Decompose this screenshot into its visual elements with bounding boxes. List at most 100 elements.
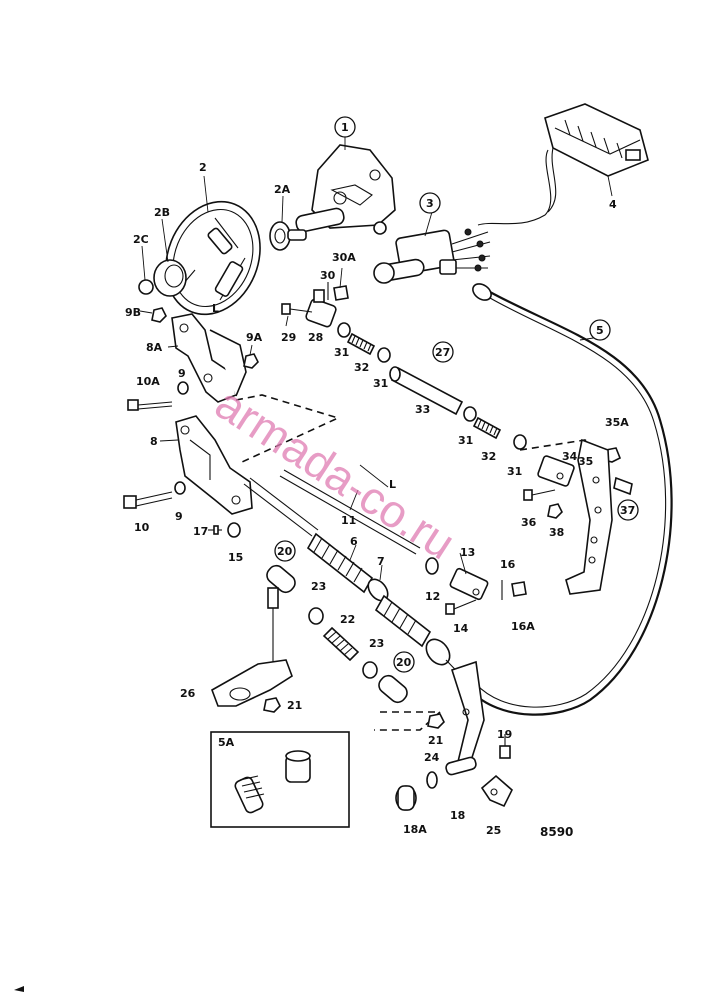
- label-20b: 20: [396, 656, 412, 669]
- bolt-10: [123, 491, 173, 509]
- lever-18-bracket: [450, 660, 485, 771]
- bolt-14: [445, 599, 477, 615]
- label-17: 17: [193, 525, 208, 538]
- helm-housing: [295, 136, 396, 235]
- sleeve-18a: [395, 785, 417, 811]
- label-16a: 16A: [511, 620, 535, 633]
- inset-sleeve: [285, 750, 311, 783]
- label-24: 24: [424, 751, 440, 764]
- label-38: 38: [549, 526, 564, 539]
- label-2b: 2B: [154, 206, 170, 219]
- figure-code: 8590: [540, 825, 573, 839]
- wheel-gear: [269, 221, 307, 251]
- label-27: 27: [435, 346, 450, 359]
- upper-bracket: [171, 313, 247, 403]
- nut-21b: [427, 713, 445, 729]
- nut-9b: [151, 307, 167, 323]
- label-31d: 31: [507, 465, 522, 478]
- nut-12: [425, 557, 439, 575]
- nut-31d: [513, 434, 527, 450]
- label-18a: 18A: [403, 823, 427, 836]
- inset-threaded-stud: [234, 775, 265, 814]
- lever-26: [211, 659, 293, 707]
- leader-lines: [139, 175, 601, 581]
- nut-31b: [377, 347, 391, 363]
- guide-line: [235, 394, 341, 463]
- label-12: 12: [425, 590, 440, 603]
- label-26: 26: [180, 687, 196, 700]
- bolt-36: [523, 489, 556, 501]
- label-8: 8: [150, 435, 158, 448]
- label-15: 15: [228, 551, 243, 564]
- steering-wheel: [165, 200, 261, 316]
- pin-18: [445, 756, 477, 776]
- label-2a: 2A: [274, 183, 291, 196]
- label-10: 10: [134, 521, 150, 534]
- label-34: 34: [562, 450, 578, 463]
- pin-37: [613, 476, 633, 496]
- label-32b: 32: [481, 450, 496, 463]
- label-l-upper: L: [389, 478, 396, 491]
- spring-32b: [472, 416, 502, 440]
- nut-9a: [243, 353, 259, 369]
- lower-bracket: [175, 415, 253, 515]
- clevis-13: [449, 567, 489, 601]
- label-31b: 31: [373, 377, 388, 390]
- nut-23a: [308, 607, 324, 625]
- washer-9a: [177, 381, 189, 395]
- spring-32a: [346, 332, 376, 356]
- label-20a: 20: [277, 545, 293, 558]
- label-19: 19: [497, 728, 512, 741]
- label-21-right: 21: [428, 734, 443, 747]
- label-9a: 9A: [246, 331, 263, 344]
- label-9b: 9B: [125, 306, 141, 319]
- label-2c: 2C: [133, 233, 149, 246]
- label-36: 36: [521, 516, 537, 529]
- label-3: 3: [426, 197, 434, 210]
- label-4: 4: [609, 198, 617, 211]
- bracket-25: [480, 774, 513, 808]
- label-11: 11: [341, 514, 356, 527]
- pin-17: [208, 525, 222, 535]
- label-30a: 30A: [332, 251, 356, 264]
- label-9-lower: 9: [175, 510, 183, 523]
- label-18: 18: [450, 809, 465, 822]
- label-13: 13: [460, 546, 475, 559]
- label-22: 22: [340, 613, 355, 626]
- hub-cap: [138, 279, 154, 295]
- label-31c: 31: [458, 434, 473, 447]
- label-37: 37: [620, 504, 635, 517]
- label-35: 35: [578, 455, 593, 468]
- bolt-10a: [127, 399, 173, 411]
- label-8a: 8A: [146, 341, 163, 354]
- clevis-28: [305, 289, 337, 328]
- label-23-upper: 23: [311, 580, 326, 593]
- label-6: 6: [350, 535, 358, 548]
- stud-bolt: [267, 587, 279, 666]
- sleeve-20b: [378, 674, 408, 704]
- nut-31c: [463, 406, 477, 422]
- label-10a: 10A: [136, 375, 160, 388]
- tube-33: [389, 366, 464, 416]
- control-cable: [469, 283, 673, 716]
- label-1: 1: [341, 121, 349, 134]
- callout-labels: 1 3 5 27 37 20 20 2 2A 2B 2C 4 6 7 8 8A …: [125, 116, 639, 837]
- bolt-29: [281, 303, 313, 315]
- washer-9b: [174, 481, 186, 495]
- clip-30a: [333, 285, 349, 301]
- label-16: 16: [500, 558, 516, 571]
- spring-22: [322, 626, 360, 662]
- corner-mark: [14, 986, 24, 992]
- bolt-19: [499, 734, 511, 759]
- push-pull-cable: [243, 477, 476, 691]
- label-5: 5: [596, 324, 604, 337]
- label-9-upper: 9: [178, 367, 186, 380]
- label-31a: 31: [334, 346, 349, 359]
- label-21-left: 21: [287, 699, 302, 712]
- label-5a: 5A: [218, 736, 235, 749]
- label-7: 7: [377, 555, 385, 568]
- label-23-lower: 23: [369, 637, 384, 650]
- label-28: 28: [308, 331, 323, 344]
- nut-31a: [337, 322, 351, 338]
